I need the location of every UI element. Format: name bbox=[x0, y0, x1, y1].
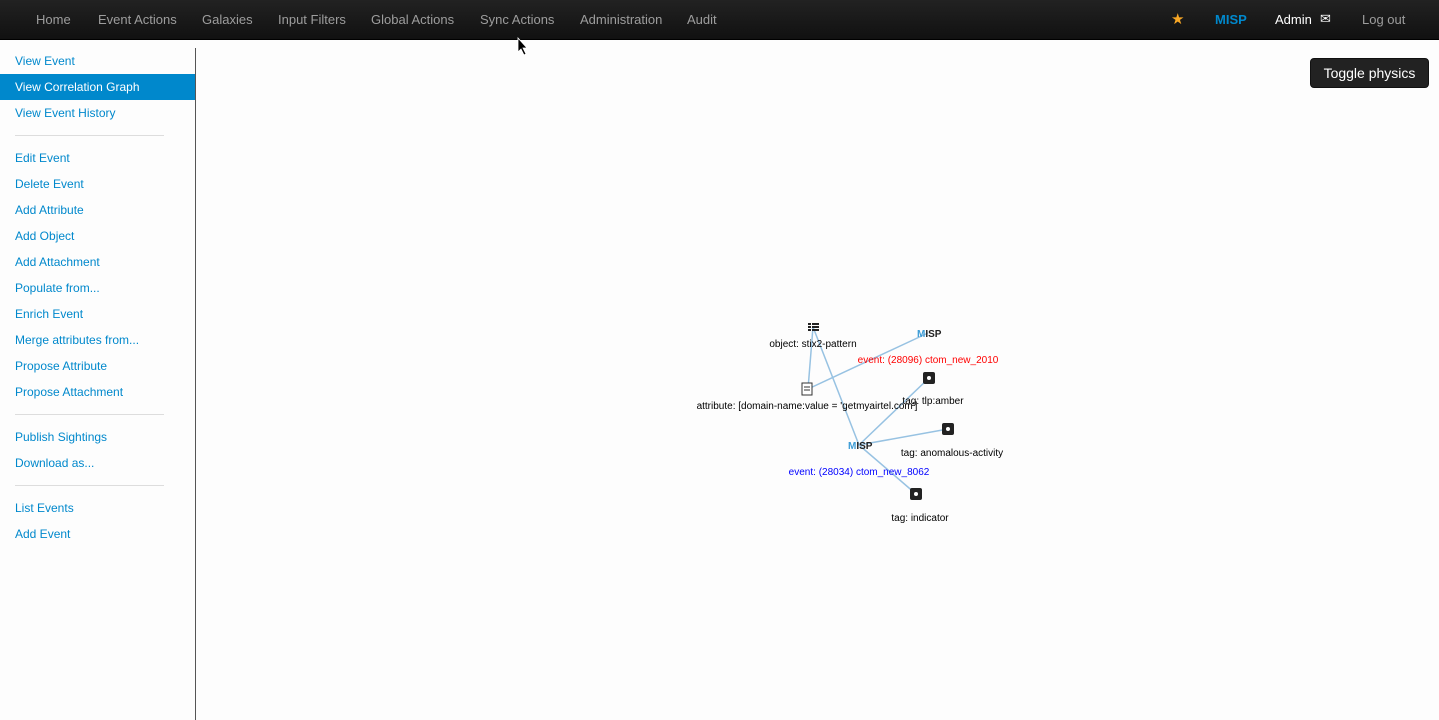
node-tag-indicator-label: tag: indicator bbox=[891, 513, 949, 524]
sidebar: View Event View Correlation Graph View E… bbox=[0, 48, 196, 720]
sidebar-enrich-event[interactable]: Enrich Event bbox=[15, 307, 84, 321]
sidebar-view-event[interactable]: View Event bbox=[15, 54, 75, 68]
nav-galaxies[interactable]: Galaxies bbox=[202, 12, 253, 27]
sidebar-view-event-history[interactable]: View Event History bbox=[15, 106, 116, 120]
nav-input-filters[interactable]: Input Filters bbox=[278, 12, 346, 27]
top-navbar: Home Event Actions Galaxies Input Filter… bbox=[0, 0, 1439, 40]
nav-administration[interactable]: Administration bbox=[580, 12, 663, 27]
tag-icon[interactable] bbox=[910, 488, 922, 500]
nav-brand-misp[interactable]: MISP bbox=[1215, 12, 1247, 27]
nav-home[interactable]: Home bbox=[36, 12, 71, 27]
sidebar-propose-attachment[interactable]: Propose Attachment bbox=[15, 385, 124, 399]
sidebar-add-attribute[interactable]: Add Attribute bbox=[15, 203, 84, 217]
nav-event-actions[interactable]: Event Actions bbox=[98, 12, 177, 27]
sidebar-propose-attribute[interactable]: Propose Attribute bbox=[15, 359, 108, 373]
star-icon[interactable]: ★ bbox=[1171, 11, 1185, 28]
sidebar-publish-sightings[interactable]: Publish Sightings bbox=[15, 430, 108, 444]
sidebar-add-attachment[interactable]: Add Attachment bbox=[15, 255, 100, 269]
nav-logout[interactable]: Log out bbox=[1362, 12, 1406, 27]
graph-edge bbox=[807, 332, 929, 390]
graph-edge bbox=[812, 326, 860, 446]
sidebar-edit-event[interactable]: Edit Event bbox=[15, 151, 70, 165]
node-event-28096-label: event: (28096) ctom_new_2010 bbox=[858, 355, 999, 366]
sidebar-list-events[interactable]: List Events bbox=[15, 501, 74, 515]
nav-sync-actions[interactable]: Sync Actions bbox=[480, 12, 555, 27]
nav-audit[interactable]: Audit bbox=[687, 12, 717, 27]
divider bbox=[15, 414, 164, 415]
mouse-cursor-icon bbox=[517, 36, 528, 56]
sidebar-delete-event[interactable]: Delete Event bbox=[15, 177, 84, 191]
graph-edge bbox=[858, 444, 917, 495]
sidebar-add-object[interactable]: Add Object bbox=[15, 229, 75, 243]
sidebar-merge-attributes[interactable]: Merge attributes from... bbox=[15, 333, 140, 347]
misp-logo-icon[interactable]: MISP bbox=[848, 441, 873, 452]
nav-global-actions[interactable]: Global Actions bbox=[371, 12, 455, 27]
toggle-physics-button[interactable]: Toggle physics bbox=[1310, 58, 1429, 88]
file-icon[interactable] bbox=[801, 382, 813, 396]
sidebar-populate-from[interactable]: Populate from... bbox=[15, 281, 100, 295]
misp-logo-icon[interactable]: MISP bbox=[917, 329, 942, 340]
node-tag-anomalous-label: tag: anomalous-activity bbox=[901, 448, 1003, 459]
node-attribute-label: attribute: [domain-name:value = 'getmyai… bbox=[697, 401, 918, 412]
divider bbox=[15, 135, 164, 136]
node-object-label: object: stix2-pattern bbox=[769, 339, 856, 350]
envelope-icon[interactable]: ✉ bbox=[1320, 11, 1331, 26]
node-tag-amber-label: tag: tlp:amber bbox=[902, 396, 964, 407]
graph-edge bbox=[858, 428, 949, 446]
tag-icon[interactable] bbox=[942, 423, 954, 435]
sidebar-add-event[interactable]: Add Event bbox=[15, 527, 71, 541]
graph-edge bbox=[858, 377, 930, 446]
node-event-28034-label: event: (28034) ctom_new_8062 bbox=[789, 467, 930, 478]
object-list-icon[interactable] bbox=[808, 323, 819, 331]
tag-icon[interactable] bbox=[923, 372, 935, 384]
nav-user-admin[interactable]: Admin bbox=[1275, 12, 1312, 27]
sidebar-view-correlation-graph[interactable]: View Correlation Graph bbox=[0, 74, 195, 100]
divider bbox=[15, 485, 164, 486]
sidebar-download-as[interactable]: Download as... bbox=[15, 456, 95, 470]
graph-edge bbox=[807, 326, 814, 390]
